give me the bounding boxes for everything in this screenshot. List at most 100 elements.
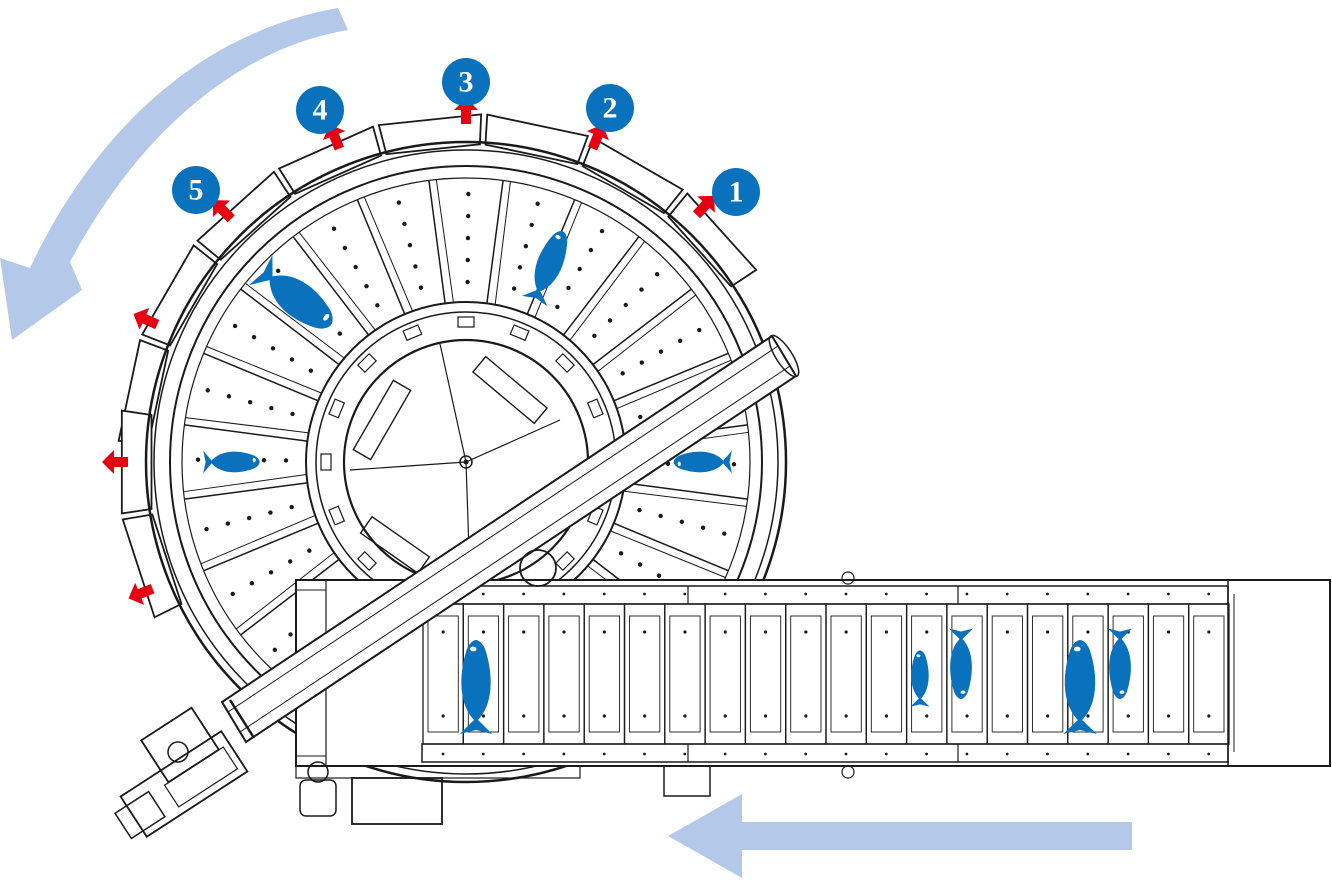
rail-dot [1005, 752, 1009, 756]
tray-dot [246, 515, 252, 521]
tray-divider [486, 180, 504, 304]
rail-dot [965, 752, 969, 756]
outlet-badge-3: 3 [442, 58, 490, 106]
tray-dot [523, 243, 529, 249]
conveyor-slat-inner [1152, 615, 1185, 733]
rail-dot [522, 752, 525, 756]
tray-divider [597, 294, 697, 372]
outlet-number-4: 4 [313, 94, 328, 127]
conveyor-direction-arrow-icon [668, 794, 1132, 878]
tray-dot [226, 394, 232, 399]
slat-dot [804, 630, 808, 634]
tray-dot [261, 458, 267, 463]
red-arrow-icon [692, 195, 715, 219]
rail-dot [844, 752, 848, 756]
tray-dot [731, 462, 737, 467]
tray-dot [353, 264, 358, 270]
tray-dot [268, 510, 273, 515]
rail-dot [965, 592, 969, 596]
conveyor-slat-inner [508, 615, 540, 733]
tray-dot [195, 457, 201, 462]
slat-dot [643, 630, 647, 634]
outlet-badge-5: 5 [172, 166, 220, 214]
hub-clamp [509, 324, 530, 342]
tray-dot [529, 222, 534, 228]
tray-dot [287, 559, 293, 564]
rail-dot [1046, 592, 1049, 596]
tray-dot [592, 333, 597, 339]
rail-dot [1046, 752, 1049, 756]
conveyor-slat [1188, 603, 1230, 745]
outlet-bin [196, 170, 292, 261]
tray-dot [205, 388, 210, 393]
slat-dot [804, 714, 808, 718]
slat-dot [562, 714, 566, 718]
tray-dot [288, 632, 293, 637]
conveyor-slat-inner [870, 615, 903, 733]
tray-divider [624, 482, 748, 500]
rail-dot [481, 752, 485, 756]
tray-divider [292, 236, 370, 336]
tray-divider [184, 482, 308, 500]
outlet-number-5: 5 [189, 174, 204, 207]
tray-divider [435, 179, 454, 303]
conveyor-slat-inner [749, 615, 782, 733]
slat-dot [965, 714, 969, 718]
slat-dot [522, 714, 526, 718]
tray-dot [418, 285, 424, 290]
slat-dot [763, 714, 768, 718]
tray-dot [396, 200, 402, 205]
tray-dot [677, 338, 683, 344]
slat-dot [723, 630, 727, 634]
hub-clamp [356, 352, 378, 374]
slat-dot [763, 630, 768, 634]
tray-dot [697, 327, 702, 333]
rail-dot [643, 752, 646, 756]
conveyor-slat-inner [629, 615, 661, 733]
outlet-number-1: 1 [729, 176, 744, 209]
hub-clamp [328, 505, 346, 526]
tray-dot [331, 226, 337, 231]
tray-dot [639, 287, 644, 292]
outlet-number-3: 3 [459, 66, 474, 99]
rotation-arrow-icon [0, 8, 348, 340]
rail-dot [804, 592, 808, 596]
tray-dot [465, 279, 470, 285]
hub-clamp [356, 550, 378, 572]
slat-dot [481, 714, 486, 718]
tray-dot [599, 228, 605, 234]
rail-dot [683, 592, 687, 596]
outlet-arrows [102, 98, 715, 605]
rail-dot [1167, 752, 1170, 756]
tray-divider [363, 196, 414, 312]
rail-dot [562, 592, 566, 596]
tray-dot [289, 357, 295, 362]
conveyor-slat-inner [548, 615, 580, 733]
hub-clamp [586, 398, 604, 419]
conveyor-slat-inner [991, 615, 1023, 733]
tray-dot [342, 245, 348, 251]
fish-icon [203, 450, 260, 474]
tray-dot [407, 242, 413, 248]
hub-clamp [554, 550, 576, 572]
hub-clamp [320, 453, 332, 471]
outlet-bin [377, 113, 483, 156]
tray-dot [654, 271, 660, 277]
outlet-badge-2: 2 [586, 84, 634, 132]
conveyor-slat-inner [709, 615, 741, 733]
tray-dot [283, 458, 289, 463]
conveyor-slat-inner [790, 615, 822, 733]
conveyor-slat-inner [1032, 615, 1064, 733]
tray-dot [465, 213, 471, 219]
tray-dot [249, 580, 255, 586]
inclined-feeder [114, 334, 800, 840]
slat-dot [1166, 714, 1171, 718]
rail-dot [844, 592, 848, 596]
tray-divider [356, 199, 406, 315]
red-arrow-icon [133, 307, 160, 330]
slat-dot [1207, 630, 1211, 634]
outlet-badge-1: 1 [712, 168, 760, 216]
rail-dot [1126, 752, 1130, 756]
tray-dot [607, 318, 613, 323]
